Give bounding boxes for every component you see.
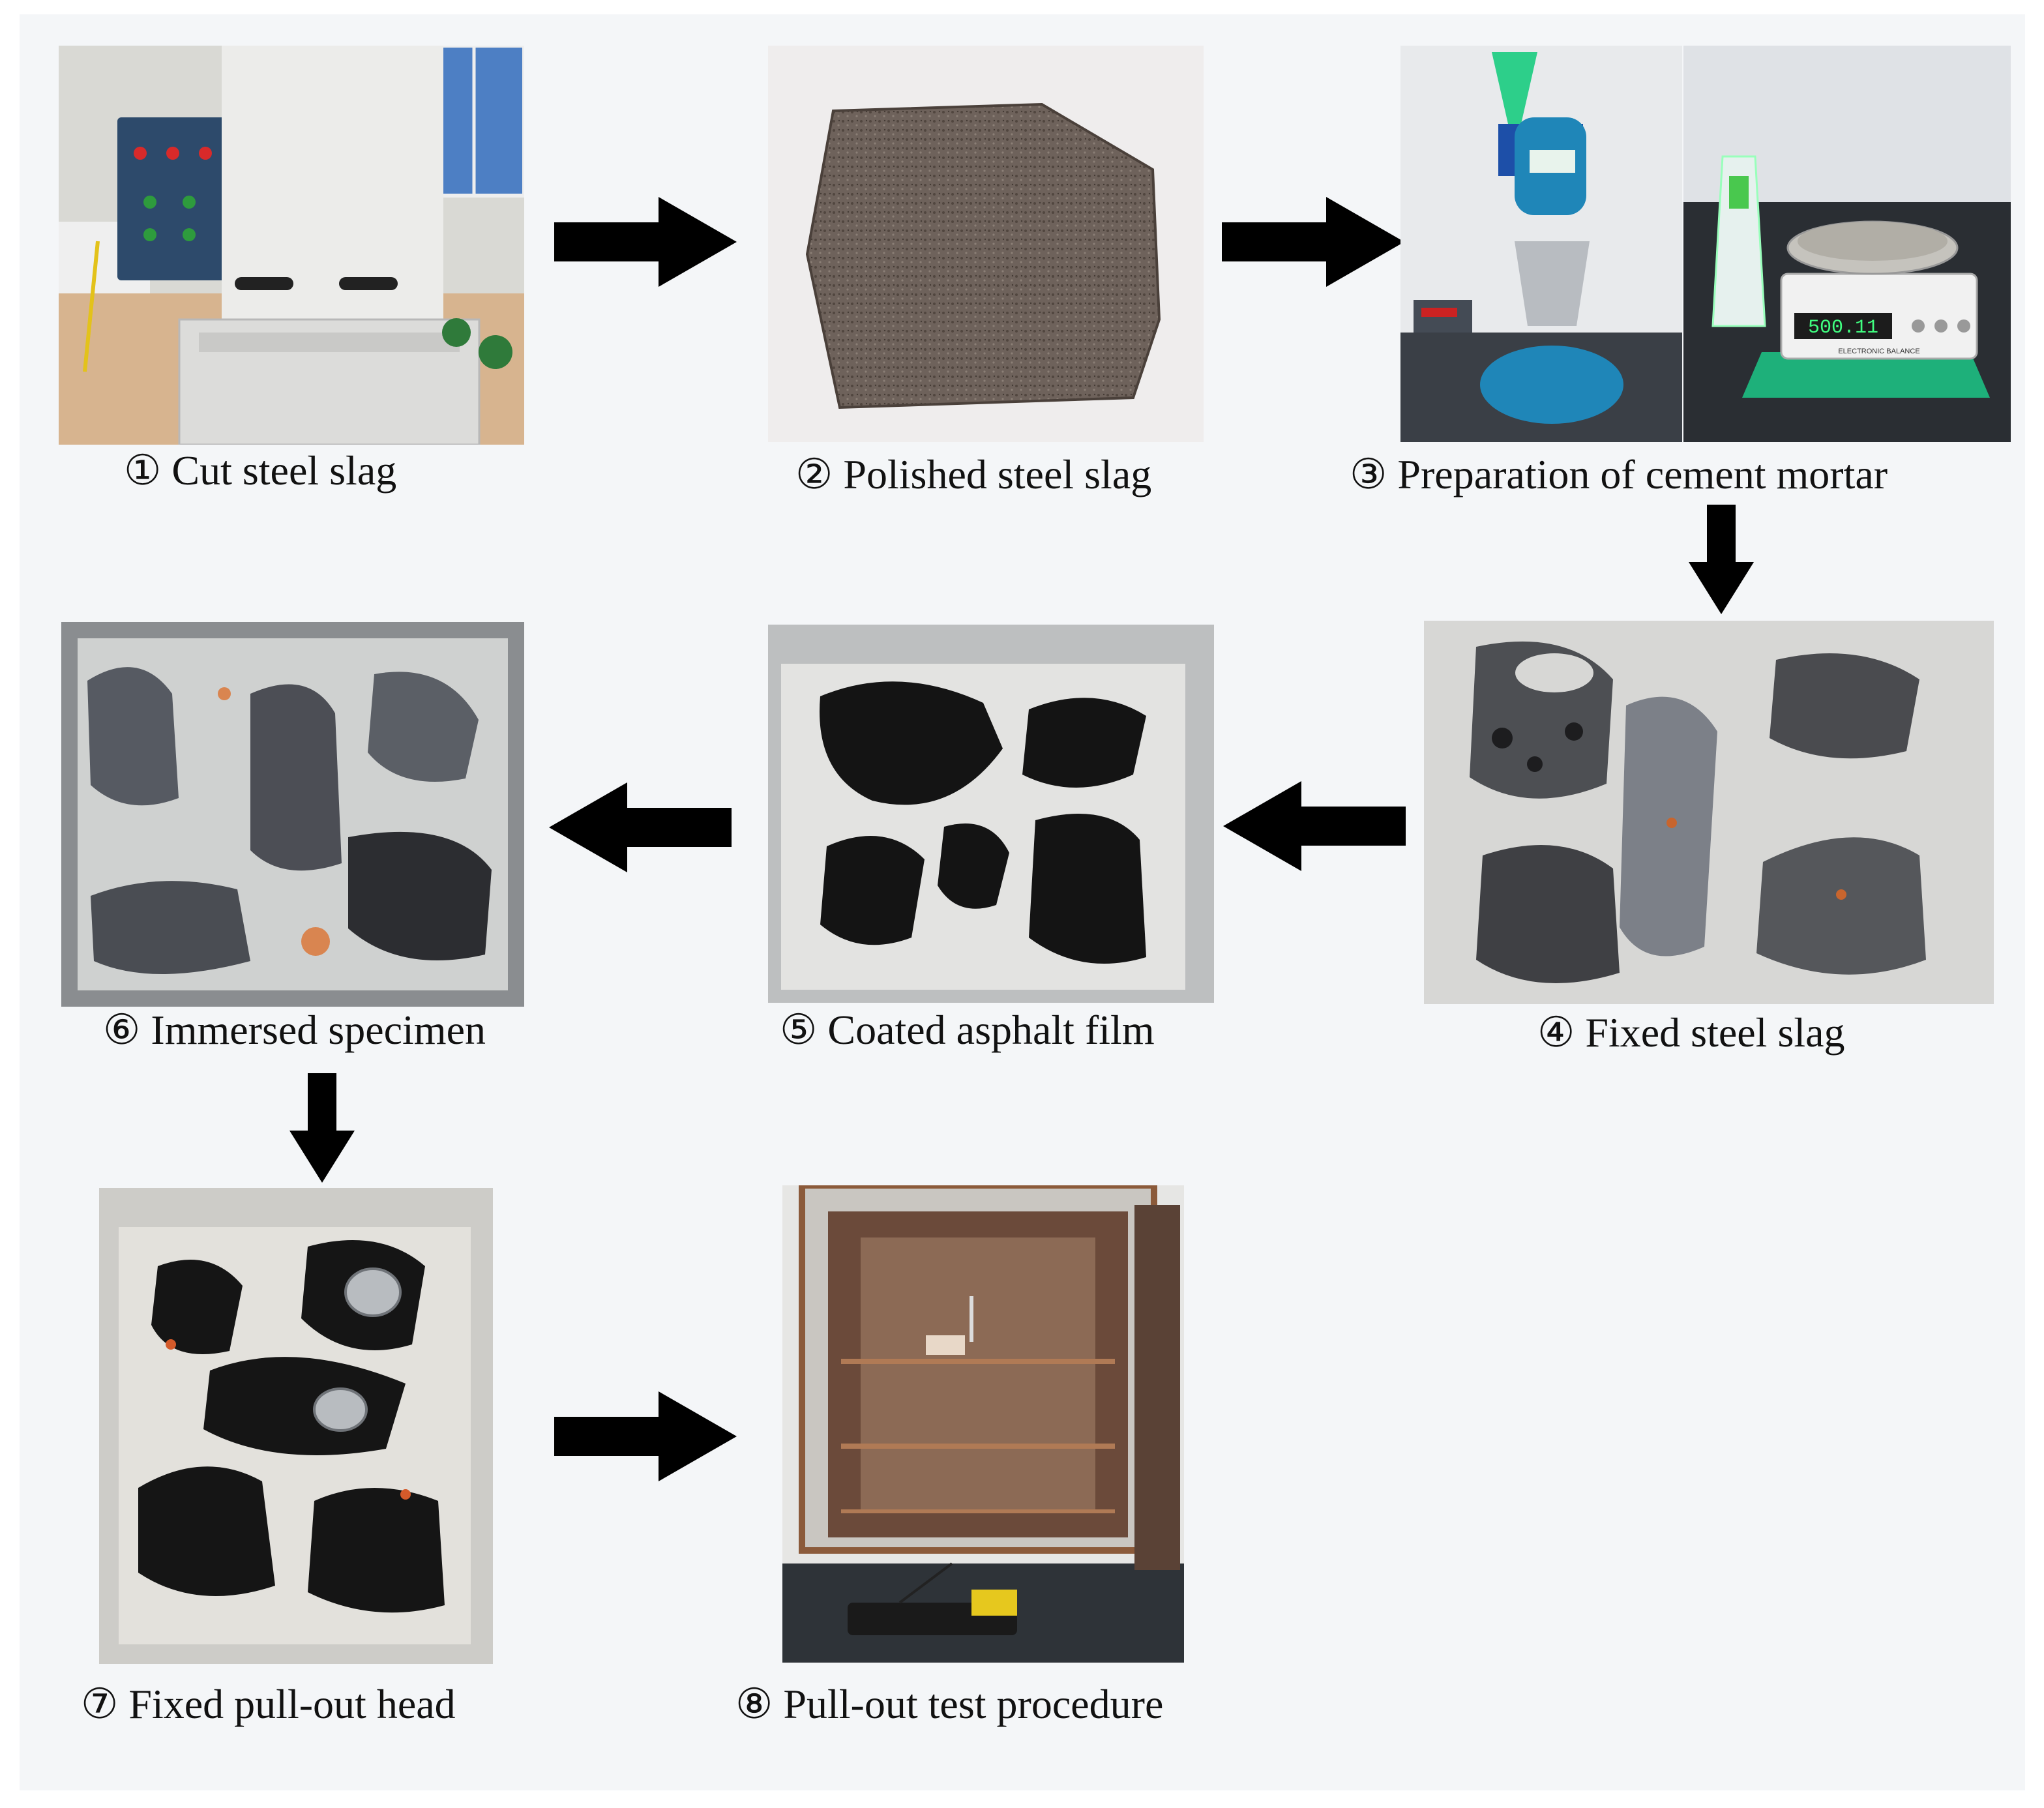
arrow-right-7-to-8 (554, 1391, 737, 1481)
arrow-down-6-to-7 (289, 1073, 355, 1183)
photo-immersed-specimen (61, 622, 524, 1007)
arrow-right-2-to-3 (1222, 197, 1404, 287)
photo-electronic-balance: 500.11 ELECTRONIC BALANCE (1683, 46, 2011, 442)
photo-cut-steel-slag (59, 46, 524, 445)
photo-polished-steel-slag (768, 46, 1204, 442)
arrow-left-4-to-5 (1223, 781, 1406, 871)
arrow-right-1-to-2 (554, 197, 737, 287)
arrow-down-3-to-4 (1689, 505, 1754, 614)
photo-coated-asphalt-film (768, 625, 1214, 1003)
photo-fixed-pull-out-head (99, 1188, 493, 1664)
photo-fixed-steel-slag (1424, 621, 1994, 1004)
photo-mortar-mixer (1400, 46, 1682, 442)
photo-pull-out-test-procedure (782, 1185, 1184, 1663)
balance-brand: ELECTRONIC BALANCE (1838, 348, 1919, 355)
balance-readout: 500.11 (1808, 317, 1878, 339)
arrow-left-5-to-6 (549, 782, 732, 872)
